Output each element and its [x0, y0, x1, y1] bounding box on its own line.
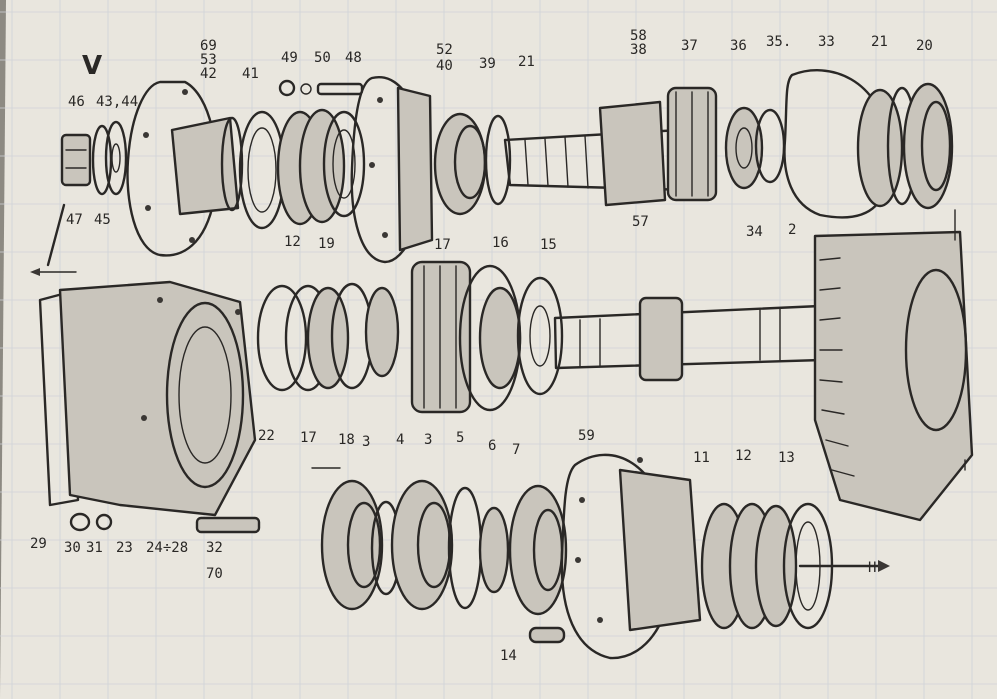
- part-label-31: 31: [86, 540, 103, 556]
- part-bushing-17: [364, 286, 400, 378]
- part-bushing-6: [478, 506, 510, 594]
- part-label-33: 33: [818, 34, 835, 50]
- part-gear-17: [410, 260, 472, 414]
- part-label-3a: 3: [362, 434, 370, 450]
- part-label-15: 15: [540, 237, 557, 253]
- part-label-34: 34: [746, 224, 763, 240]
- part-crown-gear-2: [813, 230, 974, 522]
- part-label-14: 14: [500, 648, 517, 664]
- part-cover-40: [350, 75, 434, 264]
- part-label-43-44: 43,44: [96, 94, 138, 110]
- part-nut-30: [69, 512, 91, 532]
- part-label-49: 49: [281, 50, 298, 66]
- part-label-7: 7: [512, 442, 520, 458]
- part-label-2: 2: [788, 222, 796, 238]
- part-label-59: 59: [578, 428, 595, 444]
- part-label-18: 18: [338, 432, 355, 448]
- part-bearing-3-left: [320, 479, 384, 611]
- part-label-17a: 17: [434, 237, 451, 253]
- part-label-40: 40: [436, 58, 453, 74]
- part-label-19: 19: [318, 236, 335, 252]
- part-label-24-28: 24÷28: [146, 540, 188, 556]
- assembly-guide-lines: [30, 209, 966, 471]
- part-label-32: 32: [206, 540, 223, 556]
- part-label-29: 29: [30, 536, 47, 552]
- part-bearing-3-right: [390, 479, 454, 611]
- part-label-21b: 21: [871, 34, 888, 50]
- part-nut-46: [60, 133, 92, 187]
- part-label-47: 47: [66, 212, 83, 228]
- part-gear-15: [516, 276, 564, 396]
- part-pin-14: [528, 626, 566, 644]
- part-label-5: 5: [456, 430, 464, 446]
- part-housing-23: [58, 280, 257, 517]
- part-label-46: 46: [68, 94, 85, 110]
- part-washers-43-44-45: [91, 120, 128, 196]
- arrow-h: [798, 560, 890, 572]
- part-bearing-36: [724, 106, 764, 190]
- part-pin-47: [46, 203, 66, 267]
- part-label-13: 13: [778, 450, 795, 466]
- output-shaft-assembly: [320, 453, 890, 660]
- part-rings-19: [284, 282, 374, 392]
- part-seals-12: [700, 502, 798, 630]
- part-label-16: 16: [492, 235, 509, 251]
- part-label-42: 42: [200, 66, 217, 82]
- part-housing-11: [560, 453, 702, 660]
- part-label-30: 30: [64, 540, 81, 556]
- part-label-52: 52: [436, 42, 453, 58]
- part-label-57: 57: [632, 214, 649, 230]
- part-label-12b: 12: [735, 448, 752, 464]
- part-label-39: 39: [479, 56, 496, 72]
- part-label-4: 4: [396, 432, 404, 448]
- part-label-50: 50: [314, 50, 331, 66]
- part-label-35: 35.: [766, 34, 791, 50]
- part-label-53: 53: [200, 52, 217, 68]
- part-gear-37: [666, 86, 718, 202]
- part-ring-21-top: [484, 114, 512, 206]
- part-label-45: 45: [94, 212, 111, 228]
- part-label-41: 41: [242, 66, 259, 82]
- part-label-20: 20: [916, 38, 933, 54]
- main-shaft-assembly: [38, 230, 974, 534]
- input-shaft-assembly: [46, 69, 954, 267]
- part-seal-stack-12: [276, 108, 366, 226]
- part-bearing-20: [902, 82, 954, 210]
- part-label-3b: 3: [424, 432, 432, 448]
- part-ring-22: [256, 284, 308, 392]
- part-washer-31: [95, 513, 113, 531]
- part-label-69: 69: [200, 38, 217, 54]
- part-gear-16: [458, 264, 522, 412]
- part-label-23: 23: [116, 540, 133, 556]
- part-label-6: 6: [488, 438, 496, 454]
- part-label-11: 11: [693, 450, 710, 466]
- arrow-label-h: H: [868, 560, 876, 576]
- part-shaft-38: [503, 100, 692, 207]
- part-bearing-39: [433, 112, 487, 216]
- part-label-58: 58: [630, 28, 647, 44]
- part-label-37: 37: [681, 38, 698, 54]
- part-stud-32: [195, 516, 261, 534]
- part-label-22: 22: [258, 428, 275, 444]
- section-letter: V: [82, 51, 102, 81]
- part-label-48: 48: [345, 50, 362, 66]
- part-label-38: 38: [630, 42, 647, 58]
- part-label-12a: 12: [284, 234, 301, 250]
- part-bearing-7: [508, 484, 568, 616]
- part-label-21a: 21: [518, 54, 535, 70]
- part-label-36: 36: [730, 38, 747, 54]
- part-flange-42: [126, 80, 244, 257]
- part-label-17b: 17: [300, 430, 317, 446]
- part-label-70: 70: [206, 566, 223, 582]
